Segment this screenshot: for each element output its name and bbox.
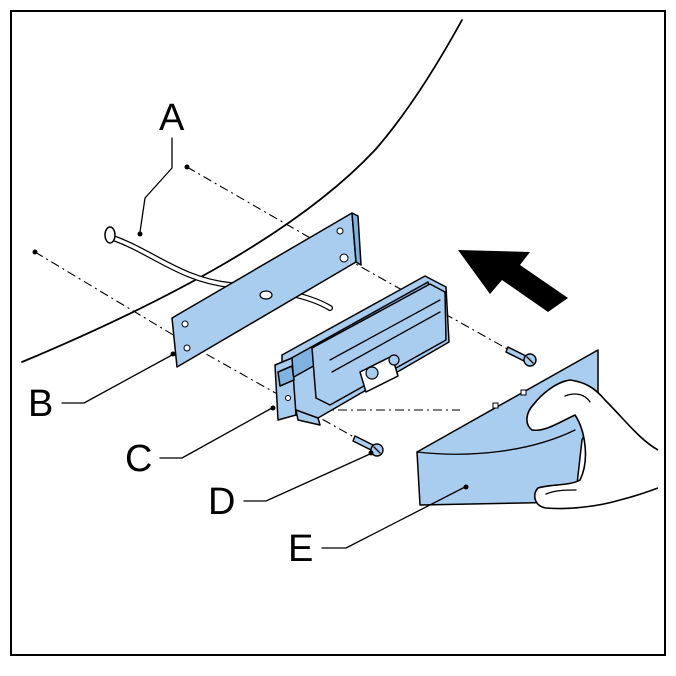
callout-d: D — [208, 481, 235, 523]
diagram-frame — [10, 10, 666, 656]
mounting-plate — [171, 212, 362, 368]
direction-arrow-icon — [458, 250, 568, 312]
callout-e: E — [288, 528, 313, 570]
callout-c: C — [125, 438, 152, 480]
callout-labels: A B C D E — [28, 97, 313, 570]
door-edge-curve — [21, 19, 463, 363]
callout-b: B — [28, 383, 53, 425]
screw-right — [505, 346, 537, 367]
cover-panel — [416, 349, 599, 506]
handle-module — [274, 275, 450, 426]
leader-lines — [61, 137, 469, 549]
hand-icon — [526, 379, 659, 510]
callout-a: A — [159, 97, 185, 139]
screw-left — [352, 435, 384, 457]
